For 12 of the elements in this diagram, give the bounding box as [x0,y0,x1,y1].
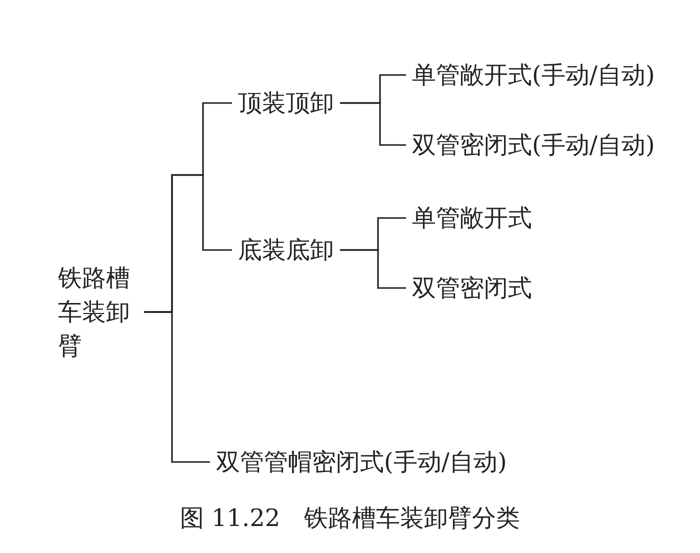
category-label: 单管敞开式(手动/自动) [412,60,655,90]
category-label: 铁路槽车装卸臂 [58,261,138,363]
bracket-line [340,249,406,289]
category-label: 底装底卸 [238,235,334,265]
category-label: 双管密闭式 [412,273,532,303]
category-label: 双管密闭式(手动/自动) [412,130,655,160]
bracket-line [340,102,406,146]
category-label: 双管管帽密闭式(手动/自动) [216,447,507,477]
bracket-line [144,311,210,463]
figure-caption: 图 11.22 铁路槽车装卸臂分类 [180,504,520,532]
category-label: 单管敞开式 [412,203,532,233]
category-label: 顶装顶卸 [238,88,334,118]
